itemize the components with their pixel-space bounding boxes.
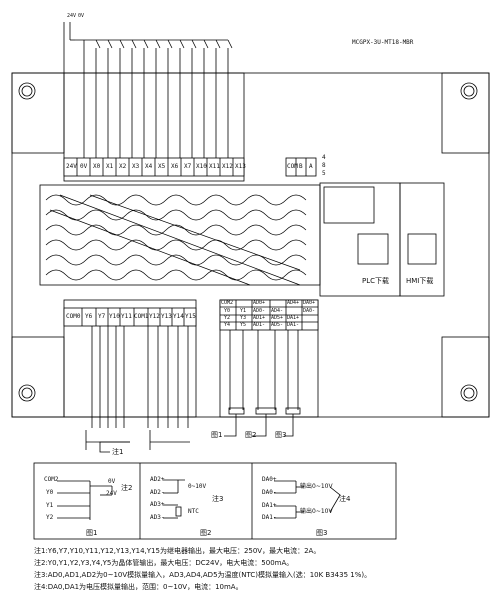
fig3-out1: 输出0~10V bbox=[300, 483, 333, 490]
analog-terminal-label: AD4- bbox=[271, 308, 284, 314]
bottom-terminal-label: Y12 bbox=[149, 313, 160, 320]
note-line: 注3:AD0,AD1,AD2为0~10V模拟量输入，AD3,AD4,AD5为温度… bbox=[34, 571, 372, 579]
comm-terminal-label: A bbox=[309, 163, 313, 170]
analog-terminal-label: Y0 bbox=[224, 308, 231, 314]
fig3-term: DA1- bbox=[262, 514, 277, 521]
note-line: 注2:Y0,Y1,Y2,Y3,Y4,Y5为晶体管输出，最大电压：DC24V，电大… bbox=[34, 559, 294, 567]
supply-0v-label: 0V bbox=[78, 13, 85, 19]
analog-terminal-label: AD1- bbox=[253, 322, 266, 328]
analog-terminal-label: AD5- bbox=[271, 322, 284, 328]
model-label: MCGPX-3U-MT18-MBR bbox=[352, 39, 414, 46]
analog-terminal-label: Y5 bbox=[240, 322, 247, 328]
hmi-download-label: HMI下载 bbox=[406, 277, 434, 285]
bottom-terminal-label: COM1 bbox=[134, 313, 149, 320]
analog-terminal-label: COM2 bbox=[221, 300, 234, 306]
fig3-term: DA1+ bbox=[262, 502, 277, 509]
bottom-terminal-label: Y11 bbox=[121, 313, 132, 320]
fig3-term: DA0+ bbox=[262, 476, 277, 483]
analog-terminal-label: Y4 bbox=[224, 322, 231, 328]
top-terminal-label: X10 bbox=[196, 163, 207, 170]
comm-pin-label: 5 bbox=[322, 170, 326, 177]
fig1-note: 注2 bbox=[121, 484, 133, 492]
analog-terminal-label: DA0+ bbox=[303, 300, 316, 306]
note-line: 注4:DA0,DA1为电压模拟量输出，范围：0~10V，电流：10mA。 bbox=[34, 583, 243, 591]
bottom-terminal-label: COM0 bbox=[66, 313, 81, 320]
top-terminal-label: X5 bbox=[158, 163, 166, 170]
top-terminal-label: X11 bbox=[209, 163, 220, 170]
comm-pin-label: 4 bbox=[322, 154, 326, 161]
comm-terminal-label: COM bbox=[287, 163, 298, 170]
top-terminal-label: X1 bbox=[106, 163, 114, 170]
bottom-terminal-label: Y6 bbox=[85, 313, 93, 320]
fig3-out2: 输出0~10V bbox=[300, 508, 333, 515]
analog-terminal-label: DA1- bbox=[287, 322, 300, 328]
comm-pin-label: 8 bbox=[322, 162, 326, 169]
fig2-term: AD3+ bbox=[150, 501, 165, 508]
analog-terminal-label: DA0- bbox=[303, 308, 316, 314]
top-terminal-label: X4 bbox=[145, 163, 153, 170]
top-terminal-label: X7 bbox=[184, 163, 192, 170]
fig2-caption: 图2 bbox=[200, 529, 212, 537]
supply-24v-label: 24V bbox=[67, 13, 77, 19]
analog-terminal-label: AD4+ bbox=[287, 300, 300, 306]
top-terminal-label: X13 bbox=[235, 163, 246, 170]
top-terminal-label: 24V bbox=[66, 163, 77, 170]
bottom-terminal-label: Y15 bbox=[185, 313, 196, 320]
bottom-terminal-label: Y14 bbox=[173, 313, 184, 320]
fig3-note: 注4 bbox=[339, 495, 351, 503]
fig1-term: Y2 bbox=[46, 514, 54, 521]
fig1-term: Y1 bbox=[46, 502, 54, 509]
fig2-term: AD2- bbox=[150, 489, 165, 496]
fig1-term: Y0 bbox=[46, 489, 54, 496]
fig1-term: COM2 bbox=[44, 476, 59, 483]
analog-terminal-label: Y3 bbox=[240, 315, 247, 321]
fig2-range: 0~10V bbox=[188, 483, 207, 490]
fig1-v0: 0V bbox=[108, 478, 116, 485]
plc-download-label: PLC下载 bbox=[362, 277, 390, 285]
top-terminal-label: X3 bbox=[132, 163, 140, 170]
top-terminal-label: X2 bbox=[119, 163, 127, 170]
analog-terminal-label: AD0+ bbox=[253, 300, 266, 306]
top-terminal-label: 0V bbox=[80, 163, 88, 170]
fig1-caption: 图1 bbox=[86, 529, 98, 537]
fig2-term: AD3- bbox=[150, 514, 165, 521]
bottom-terminal-label: Y10 bbox=[109, 313, 120, 320]
fig2-note: 注3 bbox=[212, 495, 224, 503]
fig-ref-label: 图1 bbox=[211, 431, 223, 439]
bottom-terminal-label: Y13 bbox=[161, 313, 172, 320]
fig-ref-label: 图2 bbox=[245, 431, 257, 439]
fig2-term: AD2+ bbox=[150, 476, 165, 483]
fig3-caption: 图3 bbox=[316, 529, 328, 537]
fig-ref-label: 图3 bbox=[275, 431, 287, 439]
top-terminal-label: X0 bbox=[93, 163, 101, 170]
bottom-terminal-label: Y7 bbox=[98, 313, 106, 320]
analog-terminal-label: Y1 bbox=[240, 308, 247, 314]
top-terminal-label: X12 bbox=[222, 163, 233, 170]
analog-terminal-label: AD5+ bbox=[271, 315, 284, 321]
note-line: 注1:Y6,Y7,Y10,Y11,Y12,Y13,Y14,Y15为继电器输出，最… bbox=[34, 547, 321, 555]
analog-terminal-label: Y2 bbox=[224, 315, 231, 321]
note-ref-label: 注1 bbox=[112, 448, 124, 456]
top-terminal-label: X6 bbox=[171, 163, 179, 170]
analog-terminal-label: AD1+ bbox=[253, 315, 266, 321]
fig1-v24: 24V bbox=[106, 490, 117, 497]
analog-terminal-label: AD0- bbox=[253, 308, 266, 314]
fig2-ntc: NTC bbox=[188, 508, 199, 515]
comm-terminal-label: B bbox=[299, 163, 303, 170]
fig3-term: DA0- bbox=[262, 489, 277, 496]
analog-terminal-label: DA1+ bbox=[287, 315, 300, 321]
